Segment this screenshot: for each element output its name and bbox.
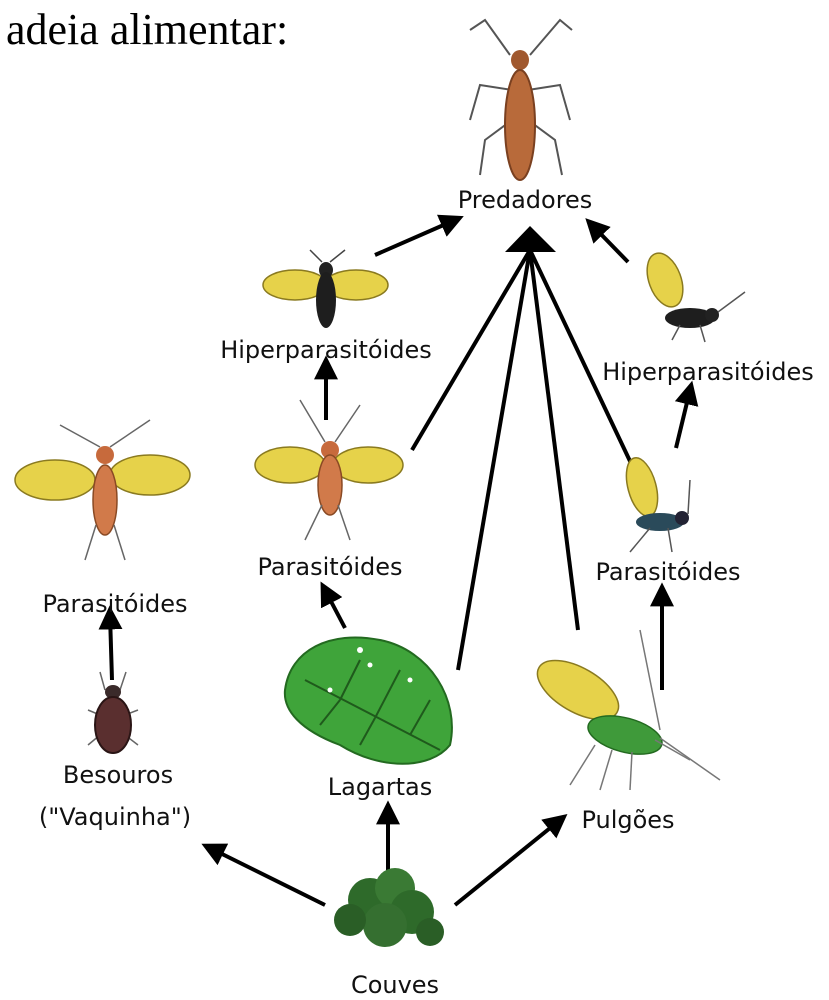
node-hiperparasitoides-center: Hiperparasitóides (220, 336, 432, 364)
node-parasitoides-left: Parasitóides (42, 590, 187, 618)
labels: Predadores Hiperparasitóides Hiperparasi… (39, 186, 814, 999)
aphid-icon (528, 630, 720, 790)
blue-wasp-icon (621, 454, 690, 552)
beetle-icon (88, 672, 138, 753)
black-wasp-icon (263, 250, 388, 328)
predadores-arrowhead (505, 226, 556, 252)
arrow-parasitoides-hiper-right (676, 390, 690, 448)
node-parasitoides-right: Parasitóides (595, 558, 740, 586)
node-couves: Couves (351, 971, 439, 999)
node-predadores: Predadores (458, 186, 593, 214)
arrow-besouros-parasitoides (110, 615, 112, 680)
node-parasitoides-center: Parasitóides (257, 553, 402, 581)
orange-wasp-icon (255, 400, 403, 540)
node-pulgoes: Pulgões (581, 806, 674, 834)
arrow-lagartas-parasitoides (325, 590, 345, 628)
arrow-couves-pulgoes (455, 820, 560, 905)
node-hiperparasitoides-right: Hiperparasitóides (602, 358, 814, 386)
node-lagartas: Lagartas (328, 773, 433, 801)
cabbage-icon (334, 868, 444, 947)
leaf-icon (285, 637, 452, 763)
assassin-bug-icon (470, 20, 572, 180)
node-besouros: Besouros (63, 761, 173, 789)
node-besouros-vaquinha: ("Vaquinha") (39, 803, 191, 831)
arrow-pulgoes-predadores (530, 250, 578, 630)
orange-wasp-icon (15, 420, 190, 560)
arrow-hiper-right-predadores (592, 225, 628, 262)
arrow-couves-besouros (210, 848, 325, 905)
arrow-hiper-center-predadores (375, 220, 455, 255)
black-wasp-icon (640, 248, 745, 342)
